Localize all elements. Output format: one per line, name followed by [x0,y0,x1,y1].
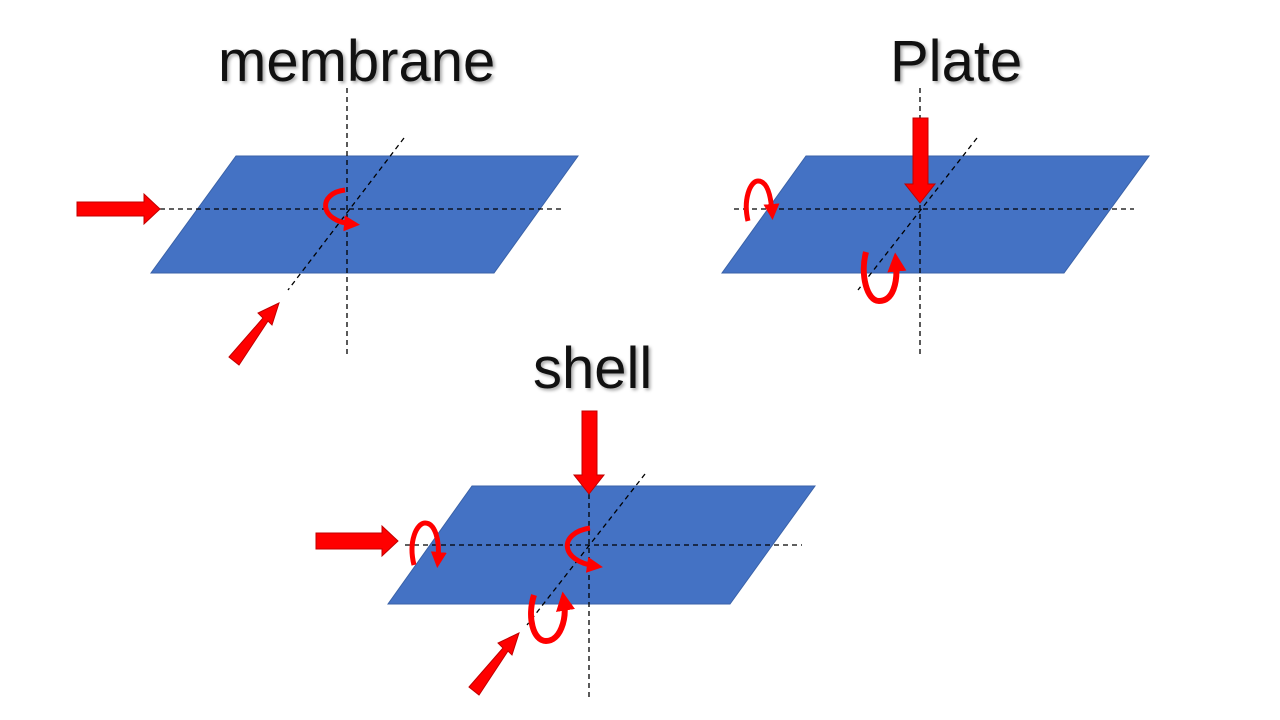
shell-force-z-arrow [572,410,606,495]
shell-moment-z-arrow [564,525,603,573]
membrane-plate [150,155,579,274]
shell-moment-x-arrow [409,520,447,568]
shell-force-x-arrow [315,524,399,558]
shell-plate [387,485,816,605]
plate-diagram [721,88,1150,358]
membrane-force-y-arrow [228,302,280,366]
shell-diagram [315,410,816,697]
membrane-force-x-arrow [76,192,161,226]
membrane-diagram [76,88,579,366]
shell-moment-y-arrow [528,591,575,645]
membrane-moment-z-arrow [323,187,360,232]
membrane-y-axis [287,137,405,291]
plate-moment-y-arrow [860,251,907,305]
plate-force-z-arrow [903,117,937,204]
plate-plate [721,155,1150,274]
shell-force-y-arrow [468,632,520,696]
membrane-title: membrane [218,29,496,94]
plate-moment-x-arrow [743,178,780,222]
shell-title: shell [533,336,653,401]
plate-title: Plate [890,29,1023,94]
shell-y-axis [526,473,646,626]
